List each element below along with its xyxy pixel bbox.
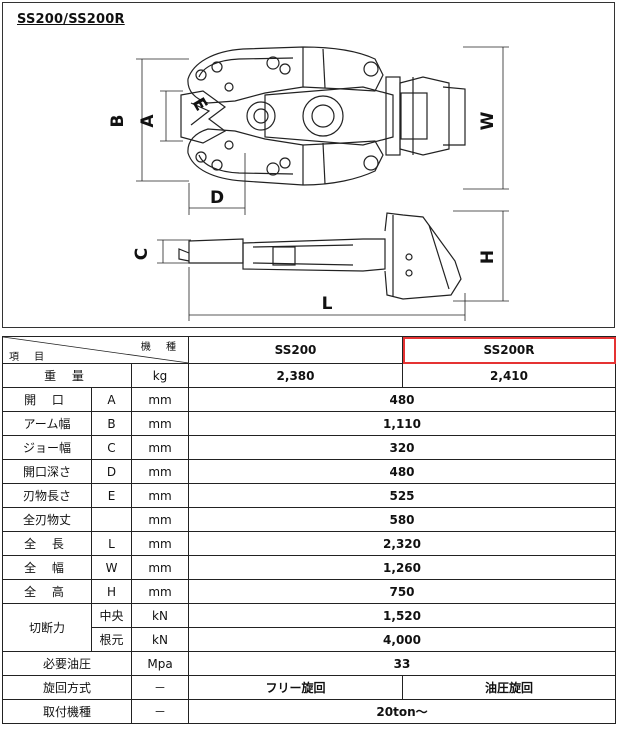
row-label: 旋回方式: [2, 675, 132, 700]
table-row: 旋回方式 － フリー旋回 油圧旋回: [2, 675, 617, 700]
dimension-label-a: A: [138, 114, 158, 128]
row-unit: Mpa: [130, 651, 190, 676]
weight-ss200r: 2,410: [402, 363, 617, 388]
cutting-force-center-label: 中央: [91, 603, 132, 628]
row-label: 開口深さ: [2, 459, 92, 484]
table-row: アーム幅 B mm 1,110: [2, 411, 617, 436]
table-row: 刃物長さ E mm 525: [2, 483, 617, 508]
row-code: A: [91, 387, 132, 412]
header-corner-cell: 機 種 項 目: [1, 336, 190, 364]
dimension-label-h: H: [478, 250, 498, 264]
row-value: 750: [188, 579, 617, 604]
row-value: 480: [188, 459, 617, 484]
table-row: 根元 kN 4,000: [3, 627, 617, 652]
table-row: 開口深さ D mm 480: [2, 459, 617, 484]
diagram-panel: SS200/SS200R: [2, 2, 615, 328]
row-label: 全 高: [2, 579, 92, 604]
row-unit: mm: [130, 579, 190, 604]
row-unit: mm: [130, 459, 190, 484]
header-kishu: 機 種: [140, 342, 183, 353]
table-row: 重 量 kg 2,380 2,410: [2, 363, 617, 388]
model-ss200-header: SS200: [188, 336, 404, 364]
row-label: アーム幅: [2, 411, 92, 436]
row-code: H: [91, 579, 132, 604]
carrier-value: 20ton〜: [188, 699, 617, 724]
table-row: 必要油圧 Mpa 33: [2, 651, 617, 676]
row-unit: mm: [130, 531, 190, 556]
row-label: 刃物長さ: [2, 483, 92, 508]
shear-top-view: [180, 46, 466, 186]
row-unit: mm: [130, 507, 190, 532]
table-row: 切断力 中央 kN 1,520: [2, 603, 617, 652]
dimension-label-w: W: [478, 111, 498, 130]
rotation-ss200: フリー旋回: [188, 675, 404, 700]
row-unit: mm: [130, 435, 190, 460]
row-unit: mm: [130, 411, 190, 436]
row-value: 525: [188, 483, 617, 508]
row-code: B: [91, 411, 132, 436]
row-value: 2,320: [188, 531, 617, 556]
row-code: L: [91, 531, 132, 556]
dimension-label-c: C: [132, 248, 152, 260]
row-label: 全 長: [2, 531, 92, 556]
row-code: W: [91, 555, 132, 580]
row-value: 1,110: [188, 411, 617, 436]
model-ss200r-header: SS200R: [402, 336, 617, 364]
weight-ss200: 2,380: [188, 363, 404, 388]
row-unit: mm: [130, 555, 190, 580]
row-label: 取付機種: [2, 699, 132, 724]
row-value: 480: [188, 387, 617, 412]
row-unit: kN: [130, 603, 190, 628]
table-row: ジョー幅 C mm 320: [2, 435, 617, 460]
row-code: C: [91, 435, 132, 460]
row-label: 必要油圧: [2, 651, 132, 676]
cutting-force-root-label: 根元: [91, 627, 132, 652]
row-unit: mm: [130, 387, 190, 412]
dimension-lines: [136, 46, 509, 321]
row-label: 開 口: [2, 387, 92, 412]
row-value: 320: [188, 435, 617, 460]
row-unit: kN: [130, 627, 190, 652]
shear-side-view: [178, 212, 462, 300]
rotation-ss200r: 油圧旋回: [402, 675, 617, 700]
spec-table: 機 種 項 目 SS200 SS200R 重 量 kg 2,380 2,410 …: [1, 336, 617, 724]
cutting-force-center-value: 1,520: [188, 603, 617, 628]
row-unit: －: [130, 675, 190, 700]
row-label: 全刃物丈: [2, 507, 92, 532]
technical-drawing: B A E D W C H L: [108, 46, 509, 321]
table-row: 全 長 L mm 2,320: [2, 531, 617, 556]
model-heading: SS200/SS200R: [17, 12, 125, 27]
pressure-value: 33: [188, 651, 617, 676]
table-row: 全 高 H mm 750: [2, 579, 617, 604]
row-value: 1,260: [188, 555, 617, 580]
row-code: [91, 507, 132, 532]
row-label: 全 幅: [2, 555, 92, 580]
dimension-label-d: D: [210, 188, 224, 208]
row-code: E: [91, 483, 132, 508]
table-row: 開 口 A mm 480: [2, 387, 617, 412]
row-label: ジョー幅: [2, 435, 92, 460]
table-header-row: 機 種 項 目 SS200 SS200R: [1, 336, 617, 364]
row-unit: －: [130, 699, 190, 724]
row-unit: mm: [130, 483, 190, 508]
dimension-label-l: L: [322, 294, 333, 314]
cutting-force-label: 切断力: [2, 603, 92, 652]
corner-diagonal: [3, 337, 188, 363]
table-row: 取付機種 － 20ton〜: [2, 699, 617, 724]
row-code: D: [91, 459, 132, 484]
row-unit: kg: [130, 363, 190, 388]
table-row: 全 幅 W mm 1,260: [2, 555, 617, 580]
header-koumoku: 項 目: [9, 352, 51, 363]
row-value: 580: [188, 507, 617, 532]
cutting-force-root-value: 4,000: [188, 627, 617, 652]
row-label: 重 量: [2, 363, 132, 388]
table-row: 全刃物丈 mm 580: [2, 507, 617, 532]
dimension-label-b: B: [108, 115, 128, 128]
